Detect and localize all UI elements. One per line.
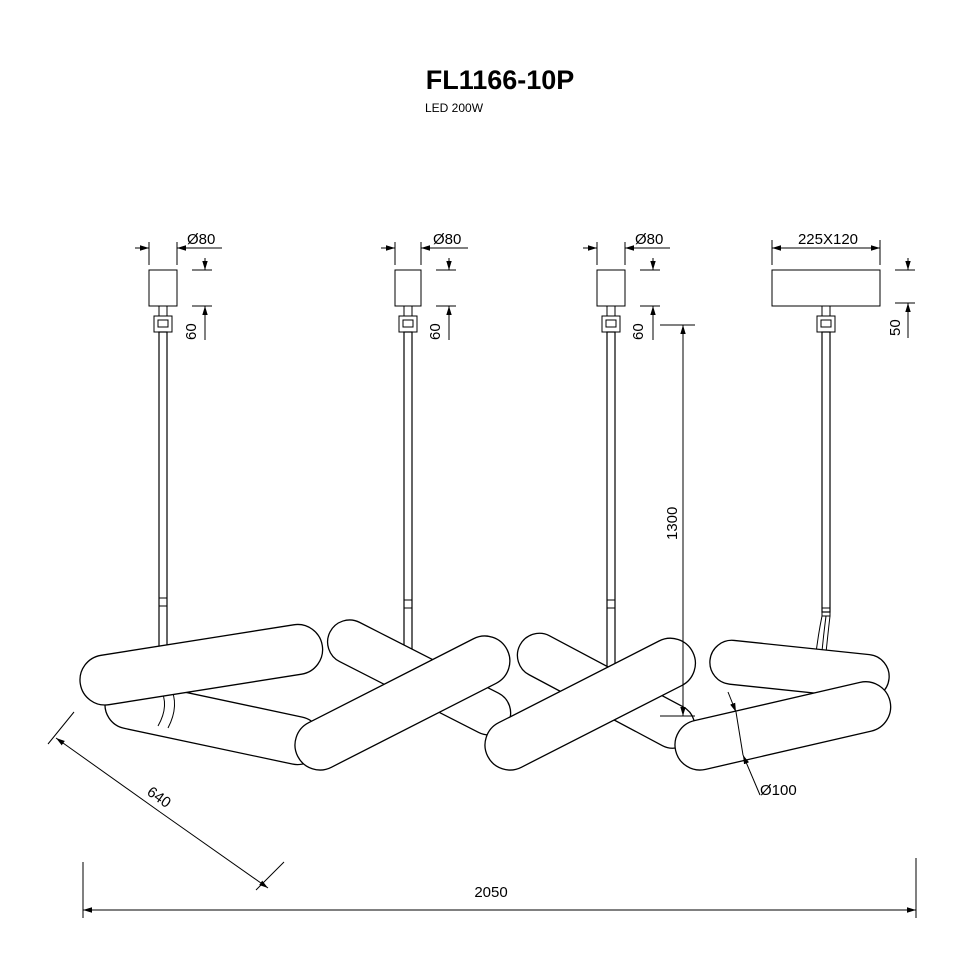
dim-canopy-2-diameter: Ø80 — [381, 231, 468, 265]
dim-label: Ø80 — [433, 231, 461, 248]
canopy-3 — [596, 269, 626, 333]
dim-label: Ø80 — [635, 231, 663, 248]
dim-label: 2050 — [474, 884, 507, 901]
dim-label: 50 — [887, 319, 904, 336]
dim-label: 1300 — [664, 507, 681, 540]
dim-canopy-2-height: 60 — [427, 258, 456, 340]
dim-label: Ø80 — [187, 231, 215, 248]
canopy-2 — [394, 269, 422, 333]
canopy-1 — [148, 269, 178, 333]
dim-canopy-1-height: 60 — [183, 258, 212, 340]
dim-canopy-1-diameter: Ø80 — [135, 231, 222, 265]
dim-width: 2050 — [82, 858, 917, 918]
dim-canopy-4-size: 225X120 — [771, 231, 881, 265]
product-subtitle: LED 200W — [425, 101, 484, 115]
dim-canopy-3-diameter: Ø80 — [583, 231, 670, 265]
dim-label: 60 — [630, 323, 647, 340]
dim-label: 225X120 — [798, 231, 858, 248]
dim-tube-diameter: Ø100 — [727, 691, 797, 799]
dim-label: 60 — [427, 323, 444, 340]
dim-canopy-4-height: 50 — [887, 258, 915, 338]
dim-suspension-length: 1300 — [660, 324, 695, 717]
dim-canopy-3-height: 60 — [630, 258, 660, 340]
dim-label: Ø100 — [760, 782, 797, 799]
product-title: FL1166-10P — [426, 65, 575, 95]
dim-label: 60 — [183, 323, 200, 340]
canopy-4 — [771, 269, 881, 333]
lamp-body — [79, 619, 892, 771]
dim-label: 640 — [144, 783, 174, 811]
